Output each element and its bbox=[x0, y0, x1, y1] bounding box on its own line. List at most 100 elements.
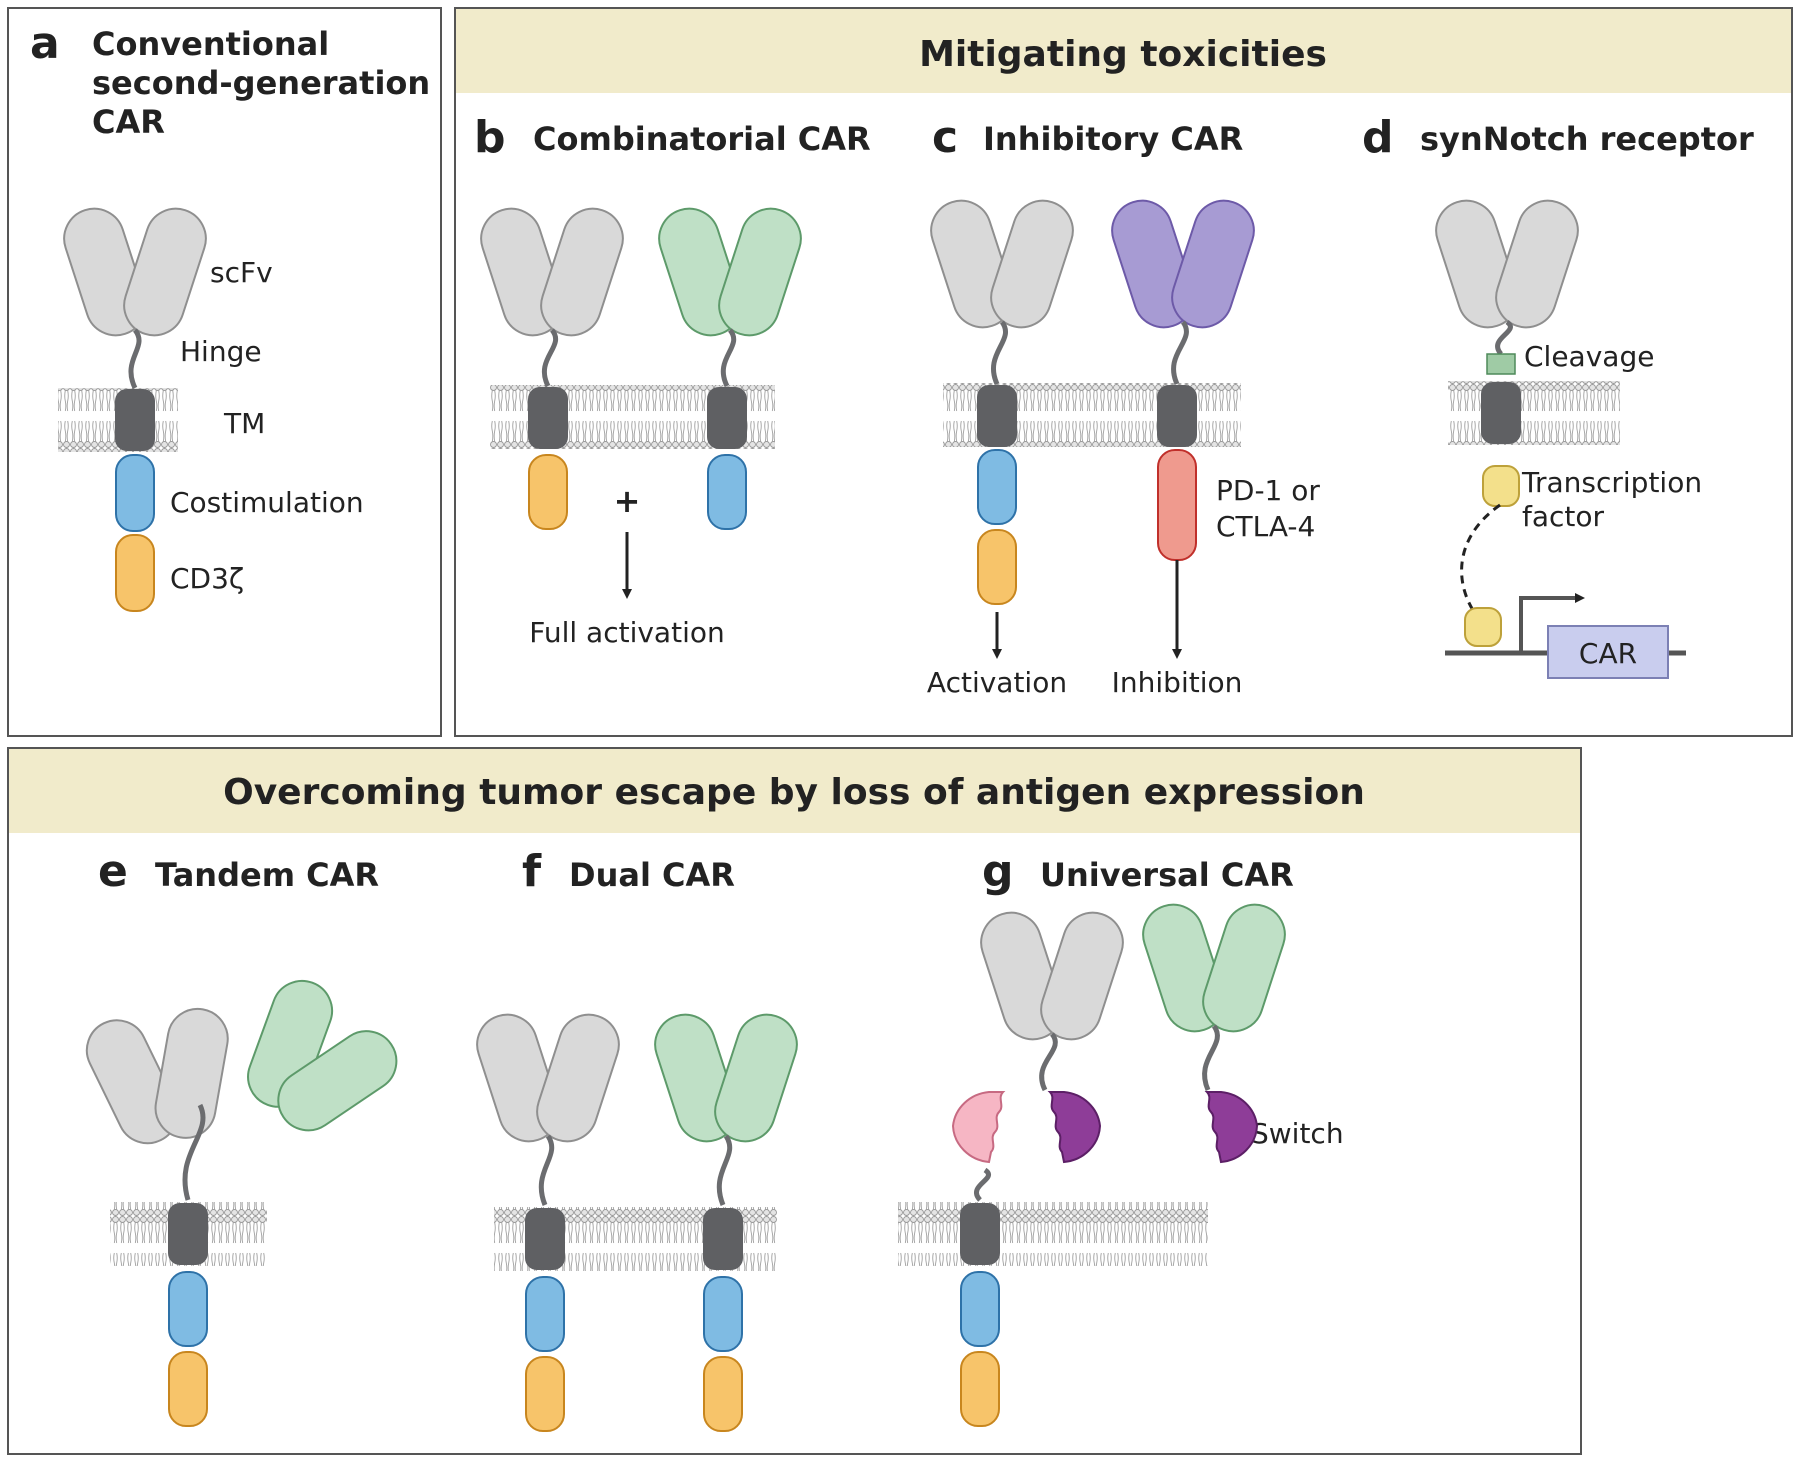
toxicity-frame bbox=[454, 7, 1793, 737]
hinge-e bbox=[182, 1103, 206, 1201]
hinge-c-left bbox=[990, 320, 1008, 386]
cd3z-domain-f-left bbox=[525, 1356, 565, 1432]
car-gene-label: CAR bbox=[1579, 637, 1637, 670]
panel-d-title: synNotch receptor bbox=[1420, 120, 1754, 158]
switch-label: Switch bbox=[1251, 1117, 1344, 1150]
toxicity-header: Mitigating toxicities bbox=[919, 34, 1327, 75]
plus-sign: + bbox=[614, 482, 641, 520]
cd3z-domain-c bbox=[977, 529, 1017, 605]
cd3z-domain-g bbox=[960, 1351, 1000, 1427]
tm-g bbox=[960, 1203, 1000, 1265]
promoter-arrow bbox=[1519, 593, 1585, 653]
scfv-f-right bbox=[654, 1013, 798, 1143]
tf-release-arrow bbox=[1460, 503, 1501, 624]
panel-a-frame bbox=[7, 7, 442, 737]
hinge-a bbox=[128, 328, 142, 390]
scfv-g-grey-right-lobe bbox=[1040, 911, 1124, 1041]
panel-c-title: Inhibitory CAR bbox=[983, 120, 1243, 158]
panel-d-letter: d bbox=[1362, 112, 1394, 163]
hinge-c-right bbox=[1171, 320, 1189, 386]
scfv-c-right bbox=[1111, 199, 1255, 329]
tf-bound bbox=[1464, 607, 1502, 647]
escape-frame bbox=[7, 747, 1582, 1455]
transcription-factor-domain bbox=[1482, 465, 1520, 507]
costim-domain-f-left bbox=[525, 1276, 565, 1352]
tm-b-left bbox=[528, 387, 568, 449]
scfv-label: scFv bbox=[210, 256, 273, 289]
cd3z-domain-a bbox=[115, 534, 155, 612]
scfv-e-green-left-lobe bbox=[247, 979, 334, 1108]
switch-molecule-grey bbox=[1047, 1091, 1102, 1164]
panel-a-title-line-1: Conventional bbox=[92, 25, 329, 63]
scfv-e-grey bbox=[85, 1007, 229, 1145]
scfv-d bbox=[1435, 199, 1579, 329]
pd1-label-line-1: PD-1 or bbox=[1216, 474, 1320, 507]
panel-e-letter: e bbox=[98, 846, 128, 897]
scfv-e-green bbox=[247, 979, 398, 1132]
inhibition-label: Inhibition bbox=[1112, 666, 1243, 699]
hinge-g-green bbox=[1202, 1024, 1220, 1091]
panel-g-title: Universal CAR bbox=[1040, 856, 1294, 894]
panel-f-title: Dual CAR bbox=[569, 856, 735, 894]
scfv-g-grey bbox=[980, 911, 1124, 1041]
costim-domain-e bbox=[168, 1271, 208, 1347]
scfv-c-right-right-lobe bbox=[1171, 199, 1255, 329]
panel-b-title: Combinatorial CAR bbox=[533, 120, 871, 158]
scfv-a bbox=[63, 207, 207, 337]
scfv-g-green bbox=[1142, 903, 1286, 1033]
scfv-d-right-lobe bbox=[1495, 199, 1579, 329]
escape-header-band bbox=[9, 749, 1580, 833]
tm-d bbox=[1481, 382, 1521, 444]
tm-a bbox=[115, 389, 155, 451]
scfv-g-green-right-lobe bbox=[1202, 903, 1286, 1033]
panel-a-title-line-3: CAR bbox=[92, 103, 165, 141]
scfv-f-right-right-lobe bbox=[714, 1013, 798, 1143]
hinge-f-right bbox=[716, 1134, 733, 1206]
scfv-f-left bbox=[476, 1013, 620, 1143]
tm-b-right bbox=[707, 387, 747, 449]
costim-domain-g bbox=[960, 1271, 1000, 1347]
scfv-f-left-right-lobe bbox=[536, 1013, 620, 1143]
tm-label: TM bbox=[223, 407, 265, 440]
hinge-b-right bbox=[720, 328, 737, 388]
hinge-f-left bbox=[538, 1134, 555, 1206]
cleavage-site bbox=[1486, 353, 1516, 375]
hinge-label: Hinge bbox=[180, 335, 262, 368]
tm-c-right bbox=[1157, 385, 1197, 447]
activation-label: Activation bbox=[927, 666, 1067, 699]
scfv-c-left bbox=[930, 199, 1074, 329]
cd3z-domain-f-right bbox=[703, 1356, 743, 1432]
costim-domain-f-right bbox=[703, 1276, 743, 1352]
scfv-b-right bbox=[658, 207, 802, 337]
switch-molecule-green bbox=[1204, 1091, 1259, 1164]
costim-domain-a bbox=[115, 454, 155, 532]
panel-g-letter: g bbox=[982, 846, 1014, 897]
panel-a-title-line-2: second-generation bbox=[92, 64, 430, 102]
costim-domain-b bbox=[707, 454, 747, 530]
toxicity-header-band bbox=[456, 9, 1791, 93]
tm-c-left bbox=[977, 385, 1017, 447]
panel-f-letter: f bbox=[522, 846, 542, 897]
hinge-g-grey bbox=[1039, 1032, 1058, 1092]
hinge-g-adapter bbox=[974, 1167, 991, 1202]
scfv-c-left-right-lobe bbox=[990, 199, 1074, 329]
cd3z-label: CD3ζ bbox=[170, 562, 244, 595]
scfv-b-left-right-lobe bbox=[540, 207, 624, 337]
panel-a-letter: a bbox=[30, 18, 60, 69]
scfv-e-green-right-lobe bbox=[277, 1030, 398, 1132]
panel-b-letter: b bbox=[474, 112, 506, 163]
scfv-b-right-right-lobe bbox=[718, 207, 802, 337]
cleavage-label: Cleavage bbox=[1524, 340, 1654, 373]
scfv-a-right-lobe bbox=[123, 207, 207, 337]
transcription-factor-line-1: Transcription bbox=[1521, 466, 1702, 499]
transcription-factor-line-2: factor bbox=[1522, 500, 1605, 533]
pd1-ctla4-domain bbox=[1157, 449, 1197, 561]
hinge-b-left bbox=[541, 328, 559, 388]
scfv-b-left bbox=[480, 207, 624, 337]
membrane-d bbox=[1448, 381, 1620, 445]
receptor-layer bbox=[63, 199, 1579, 1432]
scfv-e-grey-right-lobe bbox=[154, 1007, 229, 1139]
costimulation-label: Costimulation bbox=[170, 486, 364, 519]
cd3z-domain-b bbox=[528, 454, 568, 530]
